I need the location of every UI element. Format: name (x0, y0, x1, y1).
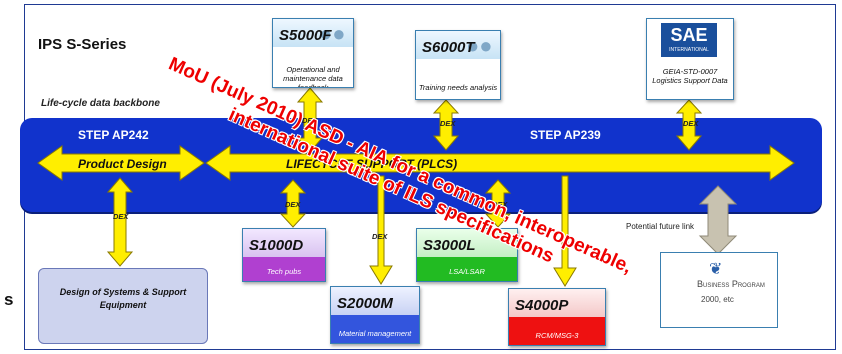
spec-caption: LSA/LSAR (449, 267, 485, 276)
spec-code: S5000F (279, 27, 332, 44)
edge-letter: s (4, 290, 14, 309)
spec-caption: Material management (338, 329, 412, 338)
dex-label: DEX (113, 212, 129, 221)
spec-caption: GEIA-STD-0007 Logistics Support Data (652, 67, 728, 85)
spec-code: S3000L (423, 237, 476, 254)
dex-label: DEX (372, 232, 388, 241)
spec-code: S2000M (337, 295, 393, 312)
card-header (509, 289, 605, 317)
product-design-label: Product Design (78, 157, 167, 171)
business-program-sub: 2000, etc (701, 295, 734, 304)
dex-arrow-sae (675, 99, 703, 151)
spec-caption: RCM/MSG-3 (535, 331, 579, 340)
spec-card-s2000m: S2000M Material management (330, 286, 420, 344)
dex-arrow-s1000d (279, 179, 307, 228)
spec-card-s3000l: S3000L LSA/LSAR (416, 228, 518, 282)
spec-caption: Tech pubs (266, 267, 302, 276)
spec-card-s4000p: S4000P RCM/MSG-3 (508, 288, 606, 346)
plcs-arrow (205, 145, 795, 181)
dex-arrow-s3000l (484, 179, 512, 228)
arrow-s4000p (553, 175, 577, 287)
dex-label: DEX (285, 200, 301, 209)
future-link-label: Potential future link (626, 222, 695, 231)
design-systems-label: Design of Systems & Support Equipment (59, 287, 187, 310)
design-systems-box: Design of Systems & Support Equipment (38, 268, 208, 344)
dex-label: DEX (302, 116, 318, 125)
plcs-label: LIFECYCLE SUPPORT (PLCS) (286, 157, 458, 171)
globe-icon: ●● (466, 33, 493, 58)
dex-label: DEX (683, 119, 699, 128)
arrow-s2000m (369, 175, 393, 285)
business-program-box: ❦ Business Program 2000, etc (660, 252, 778, 328)
spec-caption: Training needs analysis (418, 83, 498, 92)
product-design-arrow (37, 145, 205, 181)
backbone-label: Life-cycle data backbone (41, 98, 160, 109)
step-ap239-label: STEP AP239 (530, 128, 601, 142)
spec-card-sae: SAE INTERNATIONAL GEIA-STD-0007 Logistic… (646, 18, 734, 100)
card-header (331, 287, 419, 315)
spec-code: S1000D (249, 237, 304, 254)
sae-logo-text: SAE (670, 25, 708, 45)
dex-arrow-design (106, 177, 134, 267)
spec-code: S6000T (422, 39, 475, 56)
spec-card-s6000t: ●● S6000T Training needs analysis (415, 30, 501, 100)
dex-label: DEX (440, 119, 456, 128)
sae-logo-sub: INTERNATIONAL (669, 47, 709, 53)
dex-arrow-s5000f (296, 87, 324, 153)
step-ap242-label: STEP AP242 (78, 128, 149, 142)
card-header (243, 229, 325, 257)
globe-icon: ●● (319, 21, 346, 46)
spec-card-s1000d: S1000D Tech pubs (242, 228, 326, 282)
page-title: IPS S-Series (38, 36, 127, 53)
business-program-logo-icon: ❦ (709, 261, 723, 278)
dex-arrow-s6000t (432, 99, 460, 151)
card-header (416, 31, 500, 59)
spec-card-s5000f: ●● S5000F Operational and maintenance da… (272, 18, 354, 88)
spec-caption: Operational and maintenance data feedbac… (283, 65, 343, 88)
spec-code: S4000P (515, 297, 569, 314)
future-link-arrow (698, 185, 738, 255)
card-header (273, 19, 353, 47)
business-program-title: Business Program (697, 279, 765, 289)
dex-label: DEX (492, 200, 508, 209)
card-header (417, 229, 517, 257)
sae-logo: SAE INTERNATIONAL (661, 23, 717, 57)
